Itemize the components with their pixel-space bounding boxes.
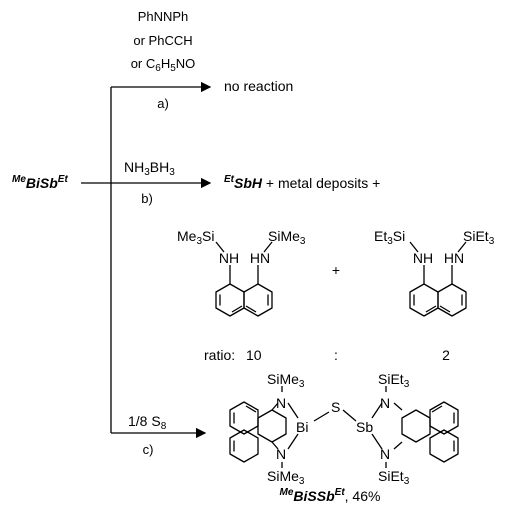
et3si-left: Et3Si bbox=[374, 228, 405, 247]
reaction-arrows bbox=[81, 81, 212, 439]
ratio-value-1: 10 bbox=[246, 347, 262, 363]
diamine-me3si: NH HN Me3Si SiMe3 bbox=[177, 228, 306, 317]
ratio-label: ratio: bbox=[204, 347, 235, 363]
reagent-c: 1/8 S8 bbox=[128, 413, 167, 432]
sulfur-atom: S bbox=[331, 399, 340, 415]
product-c-label: MeBiSSbEt, 46% bbox=[280, 487, 381, 504]
sb-atom: Sb bbox=[356, 419, 373, 435]
ratio-separator: : bbox=[334, 347, 338, 363]
starting-material: MeBiSbEt bbox=[12, 174, 68, 191]
branch-c: 1/8 S8 c) N N SiMe3 SiMe3 Bi S Sb N N bbox=[128, 371, 459, 504]
label-b: b) bbox=[141, 191, 153, 206]
sime3-right: SiMe3 bbox=[268, 228, 306, 247]
nh-left-2: NH bbox=[413, 250, 433, 266]
hn-right-2: HN bbox=[444, 250, 464, 266]
branch-a: PhNNPh or PhCCH or C6H5NO a) no reaction bbox=[131, 9, 294, 111]
bi-naphthalene bbox=[229, 401, 287, 463]
ratio-value-2: 2 bbox=[442, 347, 450, 363]
bi-atom: Bi bbox=[296, 419, 308, 435]
hn-right-1: HN bbox=[250, 250, 270, 266]
label-c: c) bbox=[143, 442, 154, 457]
sb-siet3-bottom: SiEt3 bbox=[378, 468, 410, 487]
sb-n-top: N bbox=[380, 395, 390, 411]
sb-siet3-top: SiEt3 bbox=[378, 371, 410, 390]
reagent-a1: PhNNPh bbox=[138, 9, 189, 24]
label-a: a) bbox=[157, 96, 169, 111]
sb-naphthalene bbox=[401, 401, 459, 463]
product-a: no reaction bbox=[224, 78, 293, 94]
diamine-et3si: NH HN Et3Si SiEt3 bbox=[374, 228, 495, 317]
reagent-b: NH3BH3 bbox=[124, 159, 175, 178]
reagent-a2: or PhCCH bbox=[133, 33, 192, 48]
reagent-a3: or C6H5NO bbox=[131, 56, 196, 74]
branch-b: NH3BH3 b) EtSbH + metal deposits + NH HN… bbox=[124, 159, 495, 363]
nh-left-1: NH bbox=[219, 250, 239, 266]
bi-sime3-top: SiMe3 bbox=[267, 371, 305, 390]
bi-sime3-bottom: SiMe3 bbox=[267, 468, 305, 487]
product-b: EtSbH + metal deposits + bbox=[224, 174, 380, 191]
plus-sign: + bbox=[332, 262, 340, 278]
bi-n-bottom: N bbox=[276, 446, 286, 462]
me3si-left: Me3Si bbox=[177, 228, 214, 247]
sb-n-bottom: N bbox=[380, 446, 390, 462]
siet3-right: SiEt3 bbox=[463, 228, 495, 247]
bi-n-top: N bbox=[276, 395, 286, 411]
